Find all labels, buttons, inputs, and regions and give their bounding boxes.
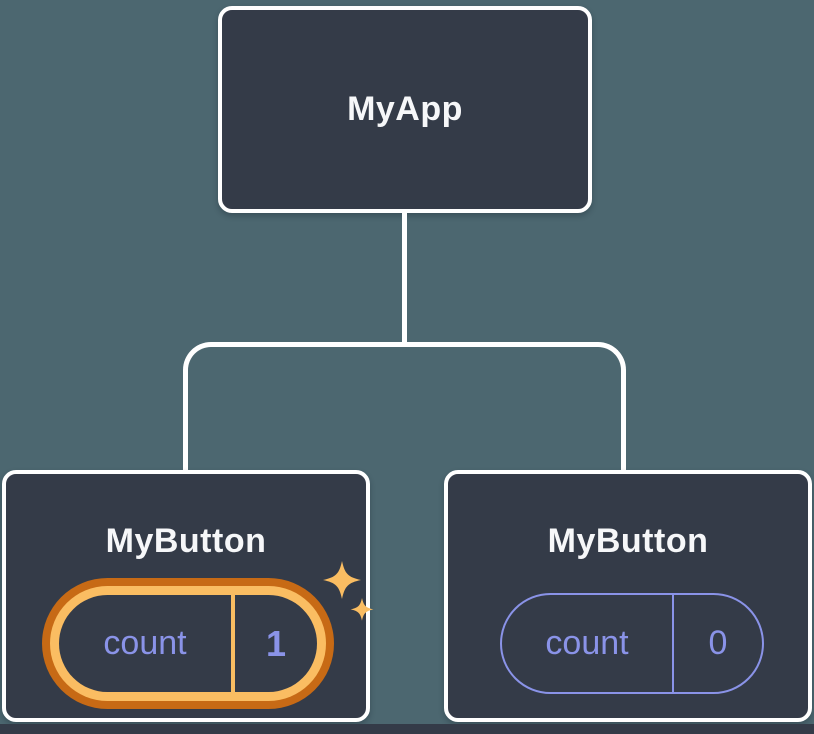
state-key-label: count — [103, 624, 187, 662]
state-value-label: 0 — [708, 624, 728, 662]
state-key-label: count — [545, 624, 629, 662]
node-mybutton-right-label: MyButton — [547, 522, 709, 560]
node-mybutton-left-label: MyButton — [105, 522, 267, 560]
state-pill: count 0 — [500, 593, 764, 694]
state-pill-highlighted: count 1 — [42, 578, 334, 709]
node-mybutton-right: MyButton count 0 — [444, 470, 812, 722]
node-mybutton-left: MyButton count 1 — [2, 470, 374, 722]
state-pill-divider — [672, 595, 674, 692]
edge-root-stem — [402, 211, 407, 347]
next-section-edge — [0, 724, 814, 734]
state-key-cell: count — [502, 595, 672, 692]
state-value-label: 1 — [265, 622, 287, 664]
sparkle-icon — [323, 561, 374, 621]
node-myapp-label: MyApp — [347, 90, 463, 128]
state-value-cell: 1 — [235, 595, 317, 692]
state-pill-glow-ring: count 1 — [50, 586, 326, 701]
state-pill-content: count 1 — [59, 595, 317, 692]
state-pill-divider — [231, 595, 235, 692]
node-myapp: MyApp — [218, 6, 592, 213]
state-key-cell: count — [59, 595, 231, 692]
state-value-cell: 0 — [674, 595, 762, 692]
edge-branch-bracket — [183, 342, 626, 472]
